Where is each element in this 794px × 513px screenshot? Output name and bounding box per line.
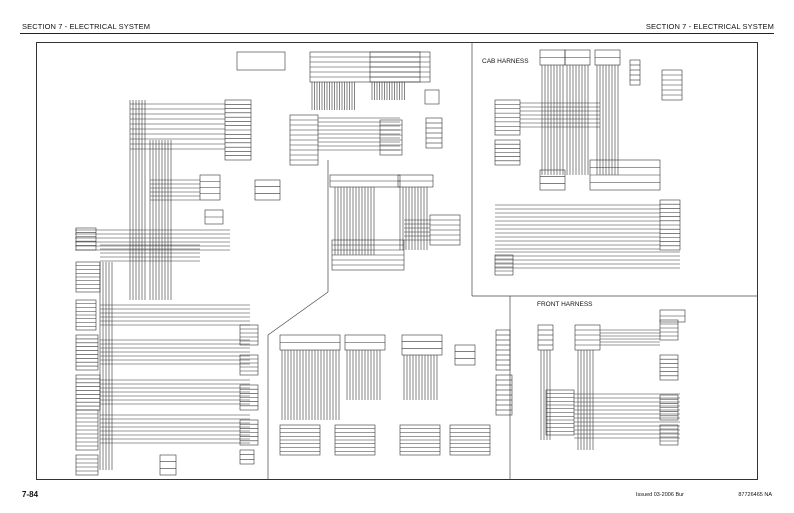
connector-block: [239, 449, 255, 465]
connector-block: [75, 334, 99, 371]
connector-block: [236, 51, 286, 71]
front-harness-label: FRONT HARNESS: [537, 301, 593, 308]
connector-block: [629, 59, 641, 86]
connector-block: [454, 344, 476, 366]
connector-block: [659, 424, 679, 446]
issue-info: Issued 03-2006 Bur: [636, 492, 685, 498]
section-title-right: SECTION 7 - ELECTRICAL SYSTEM: [645, 22, 774, 31]
connector-block: [254, 179, 281, 201]
document-code: 87726465 NA: [738, 492, 772, 498]
divider-diagonal: [267, 291, 329, 336]
connector-block: [537, 324, 554, 351]
connector-block: [379, 119, 403, 156]
connector-block: [159, 454, 177, 476]
page-number: 7-84: [22, 490, 39, 499]
connector-block: [424, 89, 440, 105]
connector-block: [75, 454, 99, 476]
connector-block: [539, 169, 566, 191]
connector-block: [494, 254, 514, 276]
connector-block: [659, 319, 679, 341]
connector-block: [239, 324, 259, 346]
section-title-left: SECTION 7 - ELECTRICAL SYSTEM: [22, 22, 151, 31]
connector-block: [574, 324, 601, 351]
connector-block: [401, 334, 443, 356]
connector-block: [75, 227, 97, 251]
connector-block: [75, 374, 101, 411]
connector-block: [239, 354, 259, 376]
cab-harness-label: CAB HARNESS: [482, 58, 529, 65]
header-rule: [20, 33, 774, 34]
wiring-diagram-frame: [36, 42, 758, 480]
